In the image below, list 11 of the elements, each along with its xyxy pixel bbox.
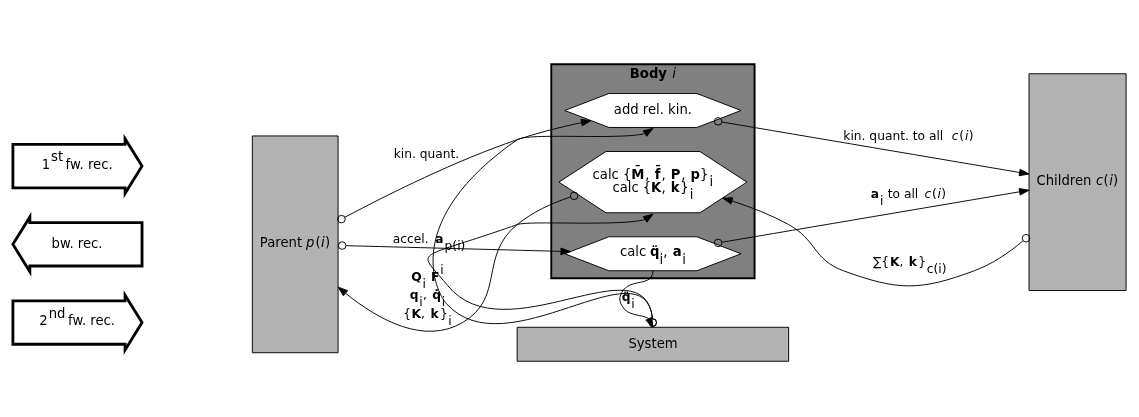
edge-label: kin. quant. to all c(i) [843,128,974,143]
node-box: Children c(i) [1028,72,1127,291]
arrow [713,187,1030,247]
arrow [337,240,571,255]
node-box: System [516,326,790,362]
node-box: Parent p(i) [251,135,339,353]
arrow [337,191,579,332]
arrow [337,118,592,223]
arrow [713,116,1030,176]
edge-label: kin. quant. [393,146,460,161]
arrow [722,196,1031,286]
